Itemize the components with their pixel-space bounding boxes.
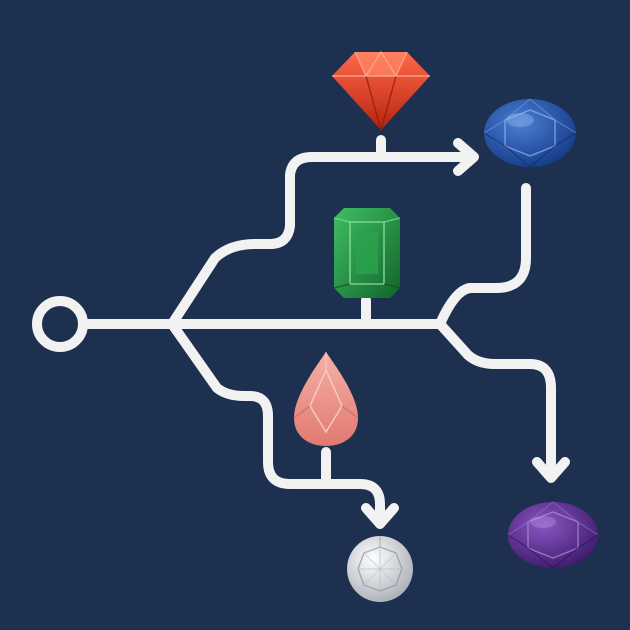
rose-quartz-gem-icon xyxy=(293,352,359,446)
arrowhead-to-sapphire xyxy=(453,138,479,176)
arrowhead-to-amethyst xyxy=(532,457,570,483)
path-network xyxy=(79,135,570,529)
sapphire-gem-icon xyxy=(483,98,577,168)
path-right-down-branch xyxy=(435,319,556,479)
hollow-circle-icon xyxy=(32,296,88,352)
diamond-gem-icon xyxy=(347,536,413,602)
path-upper-branch xyxy=(167,152,475,329)
ruby-gem-icon xyxy=(332,50,430,133)
path-lower-branch xyxy=(167,319,385,525)
arrowhead-to-diamond xyxy=(361,503,399,529)
path-sapphire-return xyxy=(435,183,531,329)
amethyst-gem-icon xyxy=(507,501,599,569)
emerald-gem-icon xyxy=(333,208,401,298)
